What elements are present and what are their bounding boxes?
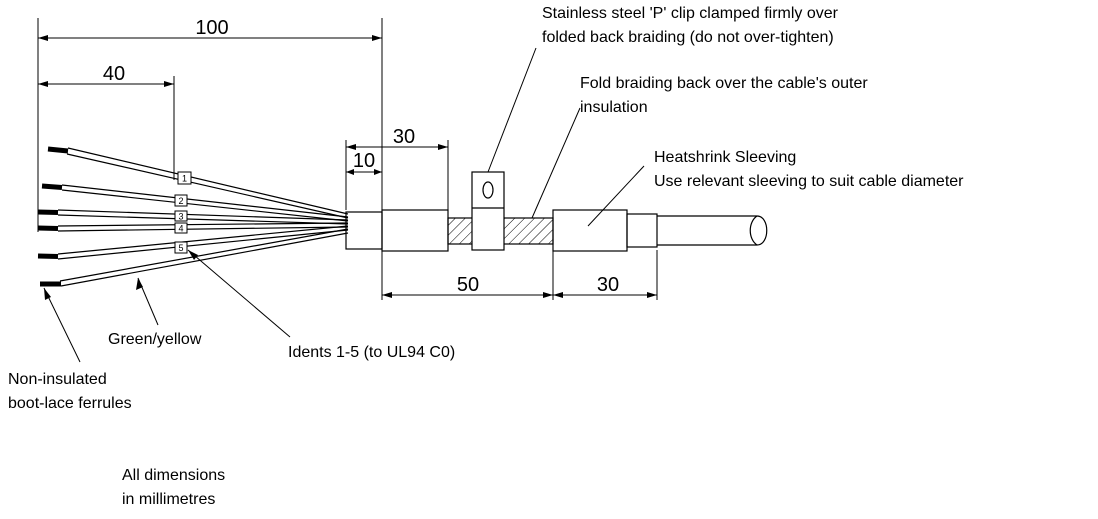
- dimension-40: 40: [38, 63, 175, 180]
- dimension-50-label: 50: [457, 274, 479, 296]
- ferrules-note-line2: boot-lace ferrules: [8, 395, 132, 412]
- svg-text:2: 2: [178, 196, 183, 206]
- svg-text:5: 5: [178, 243, 183, 253]
- green-yellow-leader: [136, 277, 159, 326]
- heatshrink-right: [552, 209, 658, 252]
- dimension-30-top: 30: [345, 126, 449, 210]
- heatshrink-note-line1: Heatshrink Sleeving: [654, 149, 796, 166]
- p-clip-note-line1: Stainless steel 'P' clip clamped firmly …: [542, 5, 839, 22]
- dimension-30-bottom: 30: [553, 250, 658, 300]
- dimension-100: 100: [37, 17, 383, 232]
- dimension-30-bottom-label: 30: [597, 274, 619, 296]
- svg-text:3: 3: [178, 212, 183, 222]
- idents-leader: [187, 249, 291, 338]
- wire-green-yellow: [40, 228, 349, 287]
- fold-braiding-leader: [531, 107, 581, 219]
- wire-3: [37, 209, 349, 225]
- svg-text:1: 1: [182, 174, 187, 184]
- p-clip: [471, 171, 505, 251]
- ident-tag-1: 1: [177, 171, 192, 185]
- ident-tag-5: 5: [174, 241, 188, 254]
- wire-2: [41, 183, 349, 222]
- dimension-40-label: 40: [103, 63, 125, 85]
- ident-tag-2: 2: [174, 194, 188, 207]
- units-note-line1: All dimensions: [122, 467, 225, 484]
- idents-label: Idents 1-5 (to UL94 C0): [288, 344, 455, 361]
- dimension-30-top-label: 30: [393, 126, 415, 148]
- p-clip-leader: [487, 47, 537, 173]
- outer-cable: [657, 215, 768, 246]
- ident-tag-3: 3: [174, 210, 188, 222]
- wire-1: [47, 146, 349, 219]
- ferrules-leader: [43, 287, 81, 363]
- ident-tag-4: 4: [174, 222, 188, 234]
- heatshrink-leader: [587, 165, 645, 227]
- dimension-10-label: 10: [353, 150, 375, 172]
- ferrules-note-line1: Non-insulated: [8, 371, 107, 388]
- svg-text:4: 4: [178, 224, 183, 234]
- dimension-100-label: 100: [195, 17, 228, 39]
- wire-4: [37, 222, 349, 232]
- units-note-line2: in millimetres: [122, 491, 215, 508]
- dimension-10: 10: [346, 150, 383, 212]
- heatshrink-note-line2: Use relevant sleeving to suit cable diam…: [654, 173, 964, 190]
- fold-braiding-note-line2: insulation: [580, 99, 648, 116]
- fold-braiding-note-line1: Fold braiding back over the cable's oute…: [580, 75, 868, 92]
- p-clip-note-line2: folded back braiding (do not over-tighte…: [542, 29, 834, 46]
- green-yellow-label: Green/yellow: [108, 331, 202, 348]
- heatshrink-left: [345, 209, 449, 252]
- dimension-50: 50: [381, 250, 554, 300]
- wire-5: [37, 225, 349, 260]
